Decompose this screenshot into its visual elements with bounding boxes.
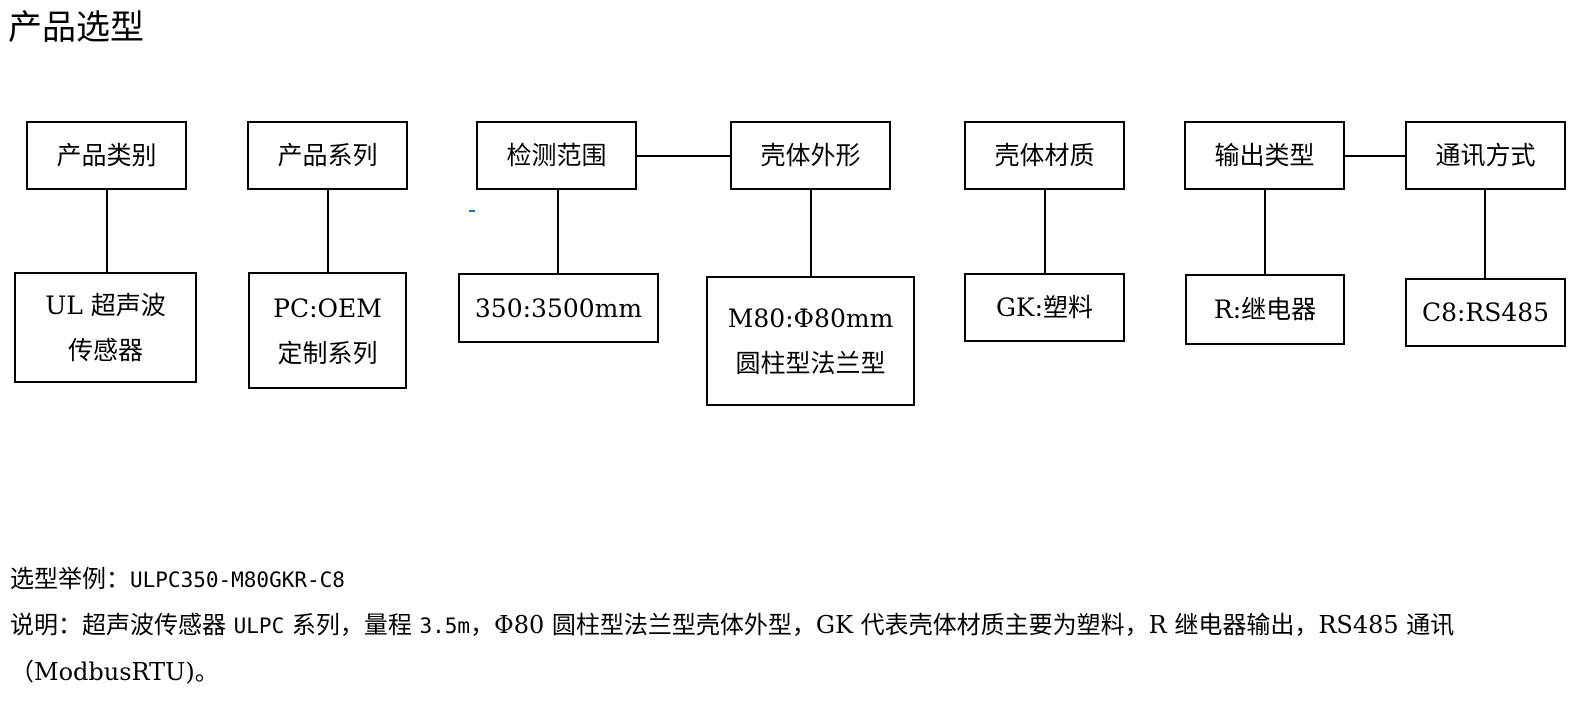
option-line: 350:3500mm — [474, 293, 643, 323]
category-box-product-type: 产品类别 — [26, 121, 187, 190]
category-box-product-series: 产品系列 — [247, 121, 408, 190]
connector-product-type — [106, 190, 108, 273]
connector-housing-material — [1044, 190, 1046, 274]
connector-range-shape — [637, 155, 730, 157]
option-line: 传感器 — [67, 335, 143, 365]
category-label: 产品类别 — [56, 141, 157, 170]
category-box-communication: 通讯方式 — [1405, 121, 1566, 190]
explanation-text: （ModbusRTU)。 — [10, 658, 219, 686]
explanation-text: ，Φ80 圆柱型法兰型壳体外型，GK 代表壳体材质主要为塑料，R 继电器输出，R… — [470, 611, 1455, 639]
category-box-output-type: 输出类型 — [1184, 121, 1345, 190]
category-box-detection-range: 检测范围 — [476, 121, 637, 190]
option-box-housing-shape: M80:Φ80mm 圆柱型法兰型 — [706, 276, 915, 406]
option-line: UL 超声波 — [45, 290, 166, 320]
option-box-detection-range: 350:3500mm — [458, 273, 659, 343]
option-box-product-type: UL 超声波 传感器 — [14, 272, 197, 383]
option-line: C8:RS485 — [1421, 298, 1550, 327]
example-code: ULPC350-M80GKR-C8 — [130, 568, 345, 592]
page-title: 产品选型 — [8, 8, 144, 48]
option-line: 定制系列 — [277, 338, 378, 368]
option-box-product-series: PC:OEM 定制系列 — [248, 272, 407, 389]
category-label: 壳体外形 — [760, 141, 861, 170]
option-box-housing-material: GK:塑料 — [964, 273, 1125, 342]
connector-output-communication — [1345, 155, 1405, 157]
explanation-series-code: ULPC — [233, 614, 285, 638]
explanation-range-value: 3.5m — [419, 614, 471, 638]
option-box-output-type: R:继电器 — [1185, 274, 1345, 345]
connector-communication — [1484, 190, 1486, 279]
category-label: 通讯方式 — [1435, 141, 1536, 170]
option-line: GK:塑料 — [995, 293, 1094, 322]
option-line: R:继电器 — [1213, 295, 1317, 324]
example-label: 选型举例： — [10, 565, 130, 593]
connector-detection-range — [557, 190, 559, 274]
explanation-line-1: 说明：超声波传感器 ULPC 系列，量程 3.5m，Φ80 圆柱型法兰型壳体外型… — [10, 610, 1454, 641]
connector-product-series — [327, 190, 329, 273]
category-box-housing-material: 壳体材质 — [964, 121, 1125, 190]
connector-housing-shape — [810, 190, 812, 277]
stray-mark — [469, 210, 475, 212]
option-line: 圆柱型法兰型 — [735, 349, 886, 378]
connector-output-type — [1264, 190, 1266, 275]
option-line: M80:Φ80mm — [727, 304, 894, 333]
category-box-housing-shape: 壳体外形 — [730, 121, 891, 190]
selection-example: 选型举例：ULPC350-M80GKR-C8 — [10, 564, 345, 595]
category-label: 输出类型 — [1214, 141, 1315, 170]
explanation-text: 系列，量程 — [284, 611, 420, 639]
option-box-communication: C8:RS485 — [1405, 278, 1566, 347]
explanation-line-2: （ModbusRTU)。 — [10, 657, 219, 687]
category-label: 检测范围 — [506, 141, 607, 170]
explanation-text: 说明：超声波传感器 — [10, 611, 234, 639]
category-label: 产品系列 — [277, 141, 378, 170]
option-line: PC:OEM — [273, 293, 382, 323]
category-label: 壳体材质 — [994, 141, 1095, 170]
